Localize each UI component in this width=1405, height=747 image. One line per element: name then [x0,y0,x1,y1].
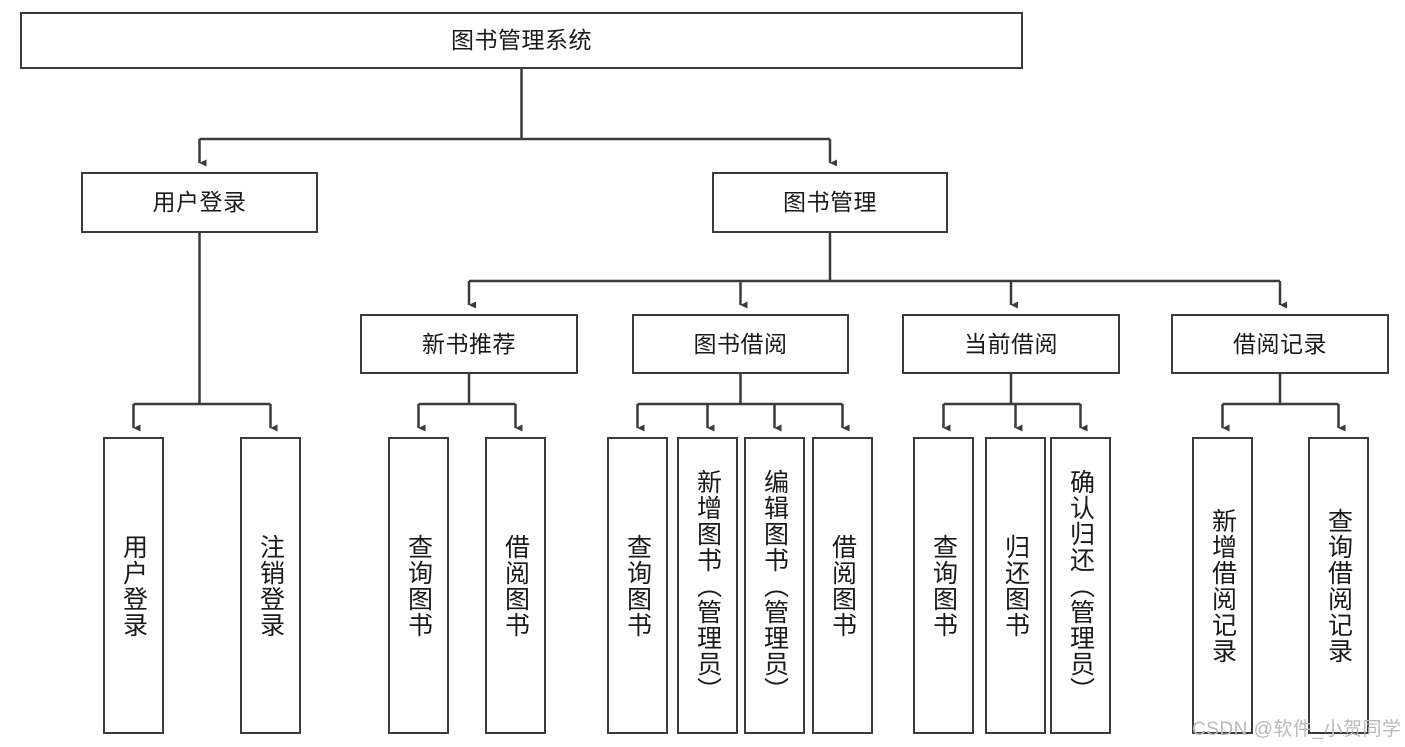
node-leaf-cur-return[interactable]: 归还图书 [985,437,1046,734]
node-book-manage[interactable]: 图书管理 [712,172,948,233]
node-leaf-borrow-edit[interactable]: 编辑图书（管理员） [744,437,805,734]
csdn-watermark: CSDN @软件_小贺同学 [1192,719,1402,740]
node-label: 新增图书（管理员） [693,468,722,703]
node-label: 用户登录 [152,189,247,216]
node-user-login[interactable]: 用户登录 [81,172,318,233]
node-label: 归还图书 [1001,533,1030,638]
node-label: 借阅图书 [828,533,857,638]
node-label: 查询图书 [623,533,652,638]
node-book-borrow[interactable]: 图书借阅 [632,314,849,374]
node-label: 借阅图书 [501,533,530,638]
node-leaf-cur-query[interactable]: 查询图书 [913,437,974,734]
node-label: 新增借阅记录 [1208,507,1237,664]
node-label: 图书管理 [783,189,877,216]
node-new-book-rec[interactable]: 新书推荐 [360,314,578,374]
node-label: 用户登录 [119,533,148,638]
node-label: 注销登录 [256,533,285,638]
node-current-borrow[interactable]: 当前借阅 [902,314,1120,374]
node-root[interactable]: 图书管理系统 [20,12,1023,69]
node-label: 图书借阅 [693,330,788,357]
node-label: 新书推荐 [422,330,516,357]
node-borrow-record[interactable]: 借阅记录 [1171,314,1389,374]
node-leaf-user-logout[interactable]: 注销登录 [240,437,301,734]
node-leaf-borrow-query[interactable]: 查询图书 [607,437,668,734]
node-label: 编辑图书（管理员） [760,468,789,703]
node-label: 图书管理系统 [451,27,592,54]
node-label: 查询借阅记录 [1324,507,1353,664]
node-leaf-user-login[interactable]: 用户登录 [103,437,164,734]
node-leaf-borrow-add[interactable]: 新增图书（管理员） [677,437,738,734]
node-label: 当前借阅 [964,330,1058,357]
node-leaf-cur-confirm[interactable]: 确认归还（管理员） [1050,437,1111,734]
edge-group [132,69,1346,432]
node-leaf-borrow-do[interactable]: 借阅图书 [812,437,873,734]
node-label: 借阅记录 [1233,330,1327,357]
node-leaf-rec-search[interactable]: 查询借阅记录 [1308,437,1369,734]
node-label: 查询图书 [404,533,433,638]
node-label: 确认归还（管理员） [1066,468,1095,703]
node-leaf-rec-query[interactable]: 查询图书 [388,437,449,734]
node-label: 查询图书 [929,533,958,638]
node-leaf-rec-add[interactable]: 新增借阅记录 [1192,437,1253,734]
node-leaf-rec-borrow[interactable]: 借阅图书 [485,437,546,734]
